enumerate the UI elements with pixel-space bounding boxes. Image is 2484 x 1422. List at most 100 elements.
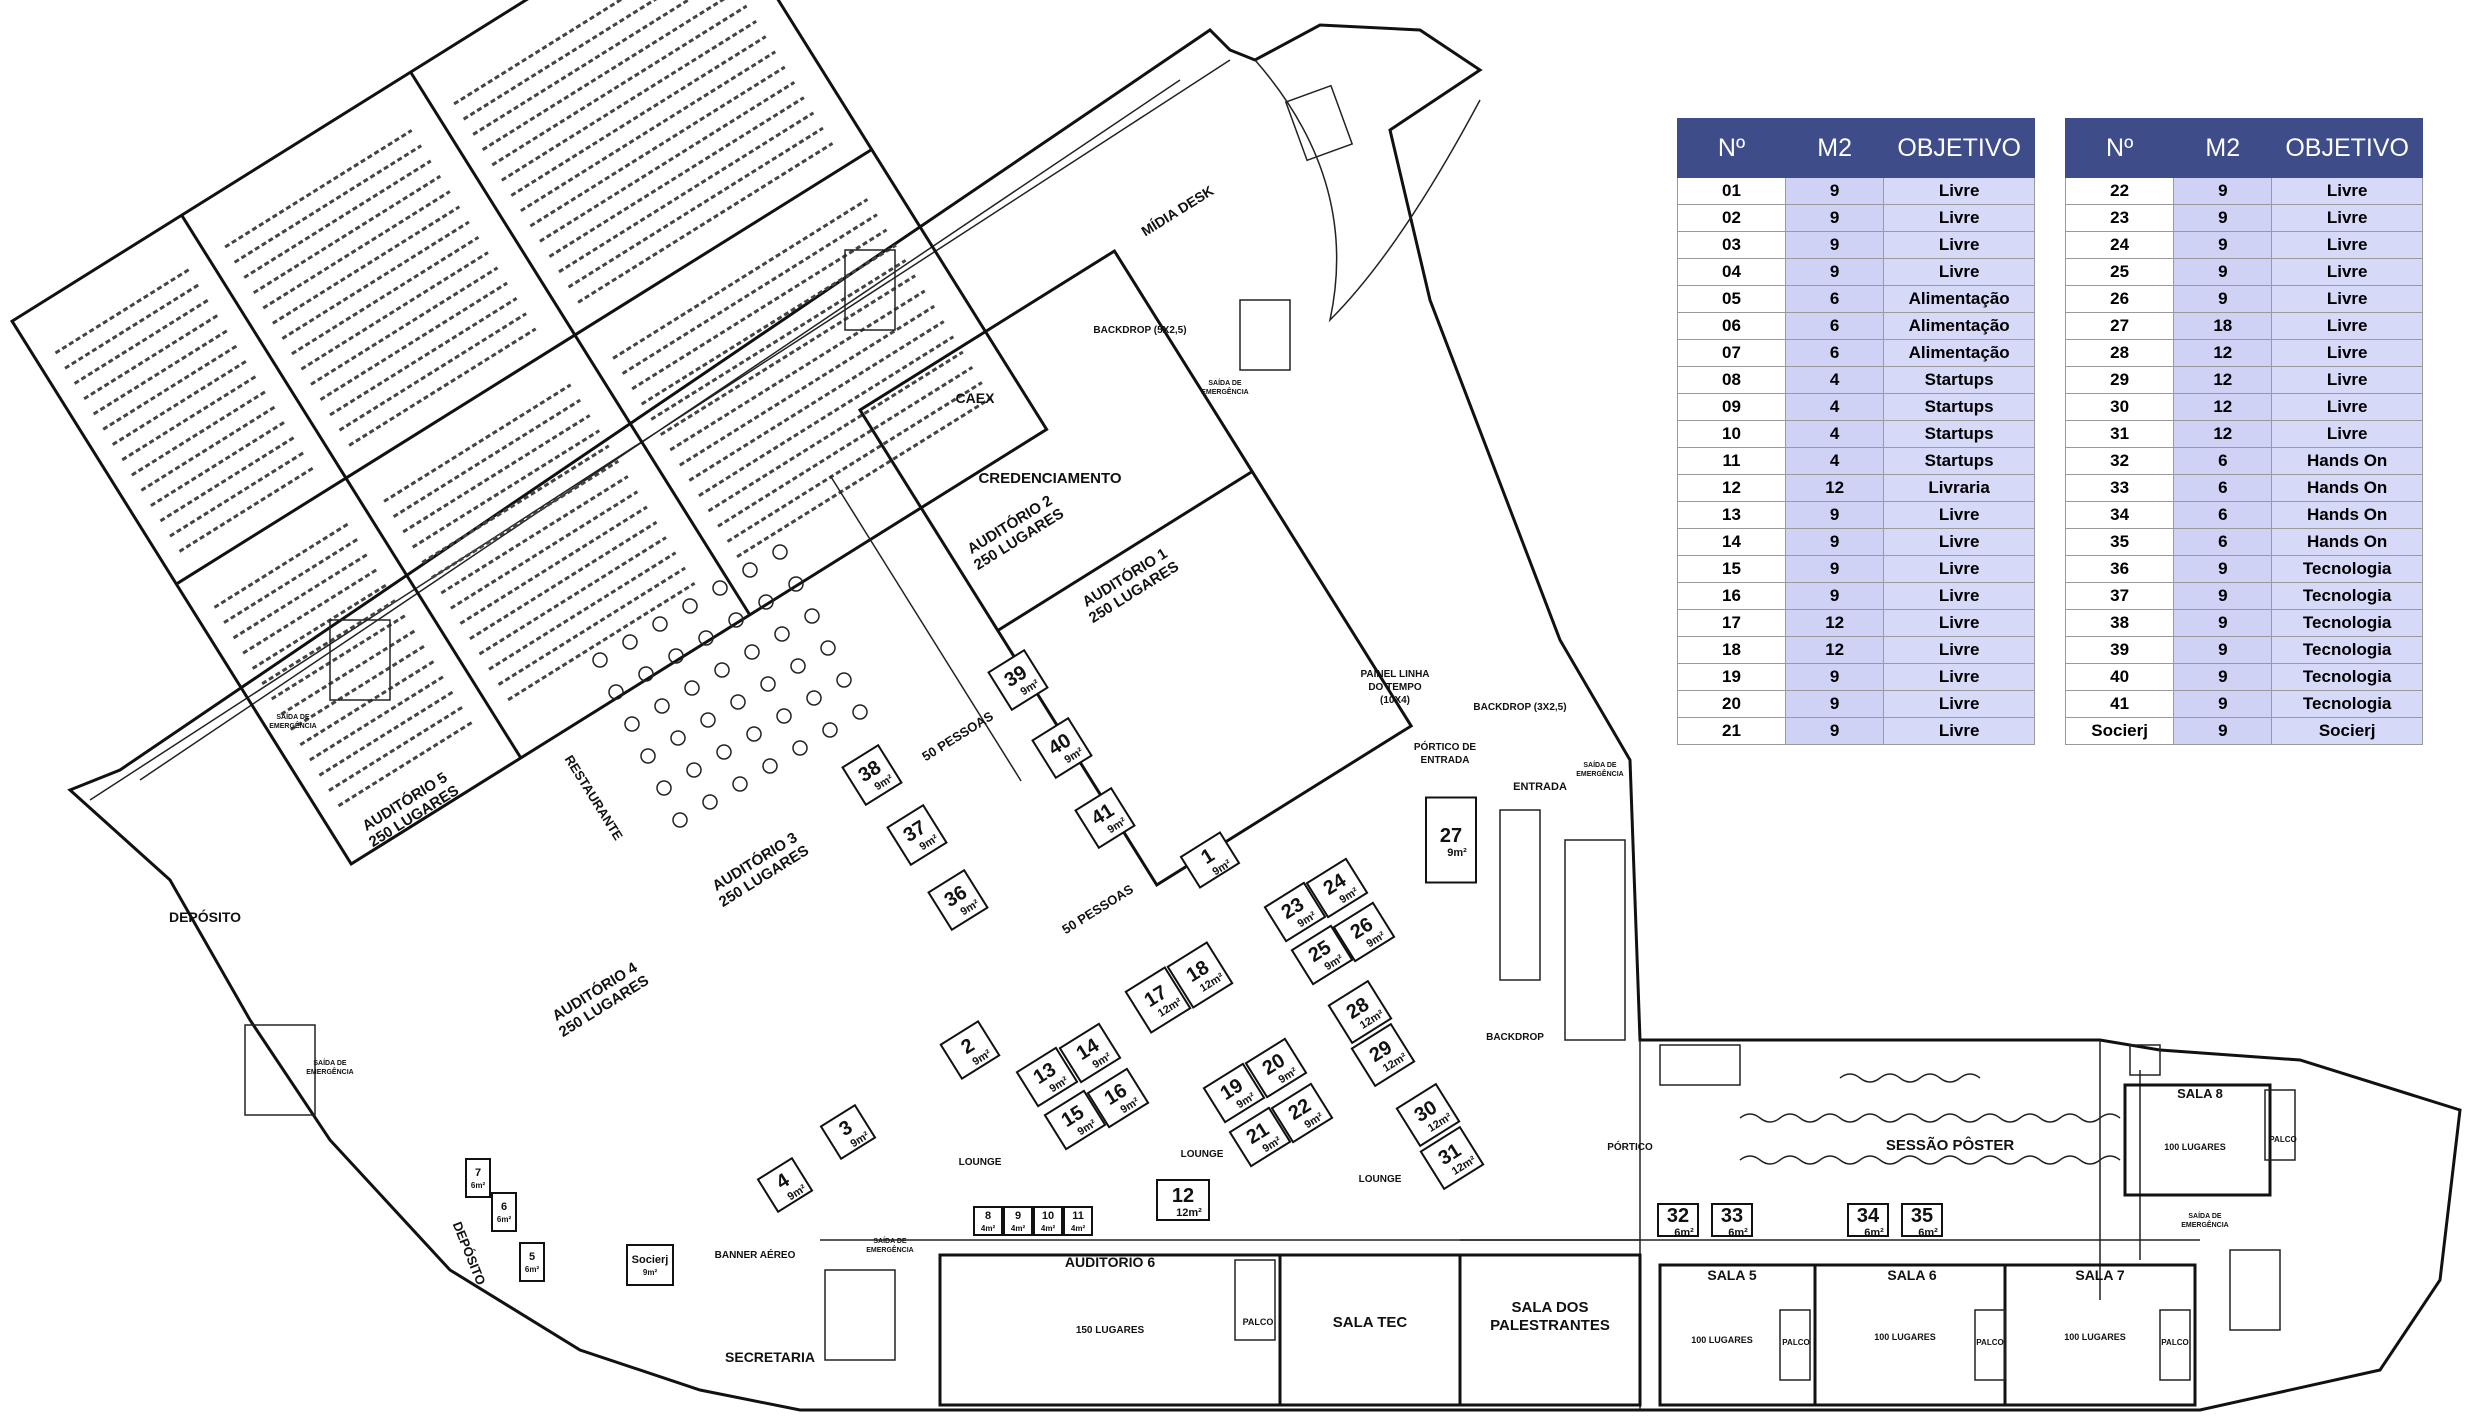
label-saida-2a: SAÍDA DE bbox=[1208, 378, 1242, 387]
seat-row bbox=[640, 243, 897, 406]
seat-row bbox=[319, 281, 508, 401]
cell-objetivo: Alimentação bbox=[1883, 285, 2035, 313]
seat-row bbox=[272, 205, 461, 325]
seat-row bbox=[529, 65, 786, 228]
booth-area: 6m² bbox=[1728, 1227, 1748, 1239]
booth-area: 6m² bbox=[1864, 1227, 1884, 1239]
label-restaurante: RESTAURANTE bbox=[562, 752, 626, 843]
seat-row bbox=[621, 213, 878, 375]
label-backdrop: BACKDROP bbox=[1486, 1032, 1544, 1043]
cell-numero: 37 bbox=[2064, 582, 2175, 610]
cell-numero: 32 bbox=[2064, 447, 2175, 475]
seat-row bbox=[299, 658, 437, 747]
cell-numero: 01 bbox=[1676, 177, 1787, 205]
seat-row bbox=[491, 4, 748, 167]
booth-outline bbox=[927, 868, 989, 932]
cell-objetivo: Livre bbox=[1883, 609, 2035, 637]
booth-outline bbox=[1847, 1203, 1889, 1237]
table-icon bbox=[790, 658, 806, 674]
seat-row bbox=[497, 566, 686, 686]
cell-numero: 14 bbox=[1676, 528, 1787, 556]
label-entrada: ENTRADA bbox=[1513, 781, 1567, 793]
booth-number: 27 bbox=[1440, 825, 1462, 847]
label-saida-6b: EMERGÊNCIA bbox=[2181, 1220, 2228, 1229]
cell-m2: 12 bbox=[1785, 474, 1885, 502]
cell-numero: Socierj bbox=[2064, 717, 2175, 745]
cell-numero: 29 bbox=[2064, 366, 2175, 394]
table-icon bbox=[806, 690, 822, 706]
booth-number: 32 bbox=[1667, 1205, 1689, 1227]
booth-outline bbox=[1058, 1022, 1122, 1084]
booth-outline bbox=[1350, 1022, 1416, 1088]
table-icon bbox=[822, 722, 838, 738]
table-icon bbox=[672, 812, 688, 828]
label-painel-2: DO TEMPO bbox=[1368, 682, 1422, 693]
cell-numero: 07 bbox=[1676, 339, 1787, 367]
seat-row bbox=[688, 320, 945, 482]
cell-m2: 4 bbox=[1785, 393, 1885, 421]
table-icon bbox=[760, 676, 776, 692]
cell-m2: 12 bbox=[2173, 420, 2273, 448]
seat-row bbox=[178, 465, 316, 553]
table-icon bbox=[776, 708, 792, 724]
credenciamento-block bbox=[829, 248, 1414, 887]
cell-m2: 9 bbox=[1785, 582, 1885, 610]
cell-objetivo: Livre bbox=[1883, 177, 2035, 205]
label-saida-4a: SAÍDA DE bbox=[313, 1058, 347, 1067]
cell-m2: 6 bbox=[1785, 312, 1885, 340]
table-icon bbox=[638, 666, 654, 682]
label-100-lugares-s7: 100 LUGARES bbox=[2064, 1332, 2126, 1342]
cell-objetivo: Livre bbox=[1883, 528, 2035, 556]
cell-numero: 33 bbox=[2064, 474, 2175, 502]
cell-m2: 9 bbox=[2173, 636, 2273, 664]
cell-objetivo: Livre bbox=[2271, 258, 2423, 286]
booth-area: 4m² bbox=[981, 1224, 996, 1233]
booth-outline bbox=[939, 1020, 1001, 1080]
seat-row bbox=[478, 536, 667, 656]
poster-lines bbox=[1739, 1073, 2121, 1165]
booth-outline bbox=[1419, 1125, 1485, 1191]
booth-number: 5 bbox=[529, 1251, 535, 1263]
seat-row bbox=[411, 429, 601, 549]
seat-row bbox=[140, 404, 278, 492]
cell-objetivo: Hands On bbox=[2271, 474, 2423, 502]
label-sala-7: SALA 7 bbox=[2075, 1267, 2124, 1283]
header-m2: M2 bbox=[1785, 118, 1885, 178]
label-banner: BANNER AÉREO bbox=[715, 1248, 796, 1261]
label-deposito-2: DEPÓSITO bbox=[450, 1219, 489, 1287]
restaurant-tables bbox=[592, 544, 868, 828]
table-icon bbox=[622, 634, 638, 650]
booth-outline bbox=[756, 1156, 814, 1214]
booth-outline bbox=[886, 803, 948, 867]
table-icon bbox=[836, 672, 852, 688]
seat-row bbox=[150, 419, 288, 507]
cell-m2: 9 bbox=[1785, 204, 1885, 232]
seat-row bbox=[92, 327, 231, 416]
booth-outline bbox=[1305, 857, 1369, 919]
seat-row bbox=[102, 343, 240, 431]
seat-row bbox=[500, 19, 757, 182]
cell-numero: 35 bbox=[2064, 528, 2175, 556]
label-150-lugares: 150 LUGARES bbox=[1076, 1325, 1145, 1336]
booth-outline bbox=[1063, 1206, 1093, 1236]
label-palestrantes-1: SALA DOS bbox=[1512, 1299, 1589, 1316]
booth-outline bbox=[1124, 966, 1192, 1034]
seat-row bbox=[726, 381, 983, 543]
